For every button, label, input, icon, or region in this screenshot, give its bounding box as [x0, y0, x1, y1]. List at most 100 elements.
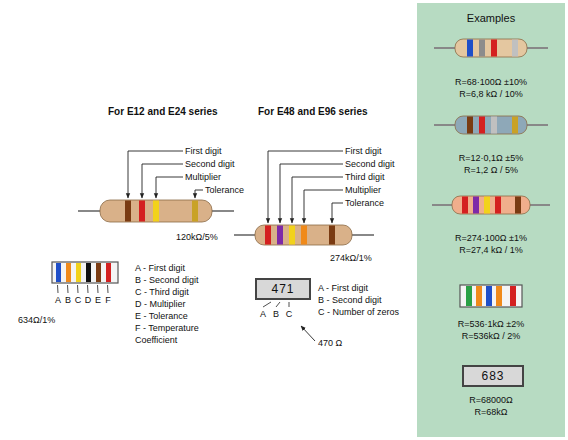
- key-text: A - First digit: [318, 282, 368, 294]
- example-value: R=68kΩ: [475, 406, 508, 418]
- color-band: [484, 197, 490, 214]
- color-band: [265, 226, 271, 245]
- resistor-symbol: [255, 225, 352, 245]
- key-text: B - Second digit: [318, 294, 382, 306]
- color-band: [491, 40, 497, 57]
- color-band: [479, 117, 485, 134]
- resistor-symbol: [100, 200, 212, 222]
- color-band: [462, 197, 468, 214]
- color-band: [106, 263, 111, 282]
- color-band: [510, 286, 516, 306]
- key-text: D - Multiplier: [135, 298, 186, 310]
- smd-resistor: [52, 262, 118, 283]
- resistor-symbol: [455, 39, 527, 57]
- color-band: [96, 263, 101, 282]
- callout-letter: C: [286, 308, 293, 320]
- example-value: R=68·100Ω ±10%: [455, 76, 527, 88]
- color-band: [125, 201, 131, 222]
- color-band: [467, 40, 473, 57]
- panel-heading: Examples: [417, 3, 565, 25]
- color-band: [479, 40, 485, 57]
- leader-line: [156, 177, 183, 198]
- color-band: [329, 226, 335, 245]
- color-band: [512, 40, 518, 57]
- leader-line: [263, 302, 271, 307]
- callout-letter: C: [75, 294, 82, 306]
- leader-line: [57, 285, 59, 293]
- value-label: 470 Ω: [318, 337, 342, 349]
- key-text: B - Second digit: [135, 274, 199, 286]
- color-band: [153, 201, 159, 222]
- band-label: Tolerance: [345, 197, 384, 209]
- smd-chip: 683: [462, 365, 524, 387]
- callout-letter: A: [260, 308, 266, 320]
- series-heading: For E48 and E96 series: [258, 106, 368, 118]
- color-band: [139, 201, 145, 222]
- key-text: A - First digit: [135, 262, 185, 274]
- example-value: R=27,4 kΩ / 1%: [459, 244, 523, 256]
- color-band: [86, 263, 91, 282]
- leader-line: [276, 302, 280, 307]
- color-band: [515, 197, 521, 214]
- example-value: R=536kΩ / 2%: [462, 330, 521, 342]
- color-band: [473, 197, 479, 214]
- resistor-symbol: [455, 116, 527, 134]
- examples-panel: Examples 683: [417, 3, 565, 437]
- leader-line: [97, 285, 99, 293]
- band-label: Tolerance: [205, 184, 244, 196]
- color-band: [467, 117, 473, 134]
- leader-line: [67, 285, 69, 293]
- color-band: [56, 263, 61, 282]
- resistors: [52, 39, 550, 341]
- example-value: R=274·100Ω ±1%: [455, 232, 527, 244]
- example-value: R=68000Ω: [469, 394, 513, 406]
- series-heading: For E12 and E24 series: [108, 106, 218, 118]
- leader-line: [107, 285, 109, 293]
- callout-letter: B: [273, 308, 279, 320]
- band-label: Multiplier: [345, 184, 381, 196]
- leader-line: [77, 285, 79, 293]
- color-band: [512, 117, 518, 134]
- color-band: [486, 286, 492, 306]
- color-band: [491, 117, 497, 134]
- example-value: R=12·0,1Ω ±5%: [459, 152, 523, 164]
- value-label: 274kΩ/1%: [330, 252, 372, 264]
- leader-line: [142, 164, 183, 198]
- leader-line: [292, 177, 343, 223]
- band-label: Second digit: [185, 158, 235, 170]
- leader-line: [268, 151, 343, 223]
- key-text: F - Temperature Coefficient: [135, 322, 213, 346]
- smd-chip: 471: [255, 278, 311, 300]
- band-label: Second digit: [345, 158, 395, 170]
- key-text: E - Tolerance: [135, 310, 188, 322]
- callout-letter: B: [65, 294, 71, 306]
- smd-resistor: [460, 285, 522, 307]
- chip-code: 683: [464, 367, 522, 385]
- color-band: [277, 226, 283, 245]
- color-band: [301, 226, 307, 245]
- color-band: [289, 226, 295, 245]
- leader-line: [289, 302, 290, 307]
- band-label: Multiplier: [185, 171, 221, 183]
- value-label: 120kΩ/5%: [176, 231, 218, 243]
- leader-line: [280, 164, 343, 223]
- color-band: [192, 201, 198, 222]
- example-value: R=536·1kΩ ±2%: [458, 318, 524, 330]
- color-band: [76, 263, 81, 282]
- color-band: [466, 286, 472, 306]
- leader-line: [128, 151, 183, 198]
- leader-line: [301, 326, 315, 341]
- leader-line: [87, 285, 89, 293]
- value-label: 634Ω/1%: [18, 314, 55, 326]
- callout-letter: F: [105, 294, 111, 306]
- key-text: C - Third digit: [135, 286, 189, 298]
- key-text: C - Number of zeros: [318, 306, 399, 318]
- leader-line: [332, 203, 343, 223]
- color-band: [66, 263, 71, 282]
- callout-letter: A: [55, 294, 61, 306]
- leader-line: [195, 190, 203, 198]
- chip-code: 471: [257, 280, 309, 298]
- leader-line: [304, 190, 343, 223]
- color-band: [476, 286, 482, 306]
